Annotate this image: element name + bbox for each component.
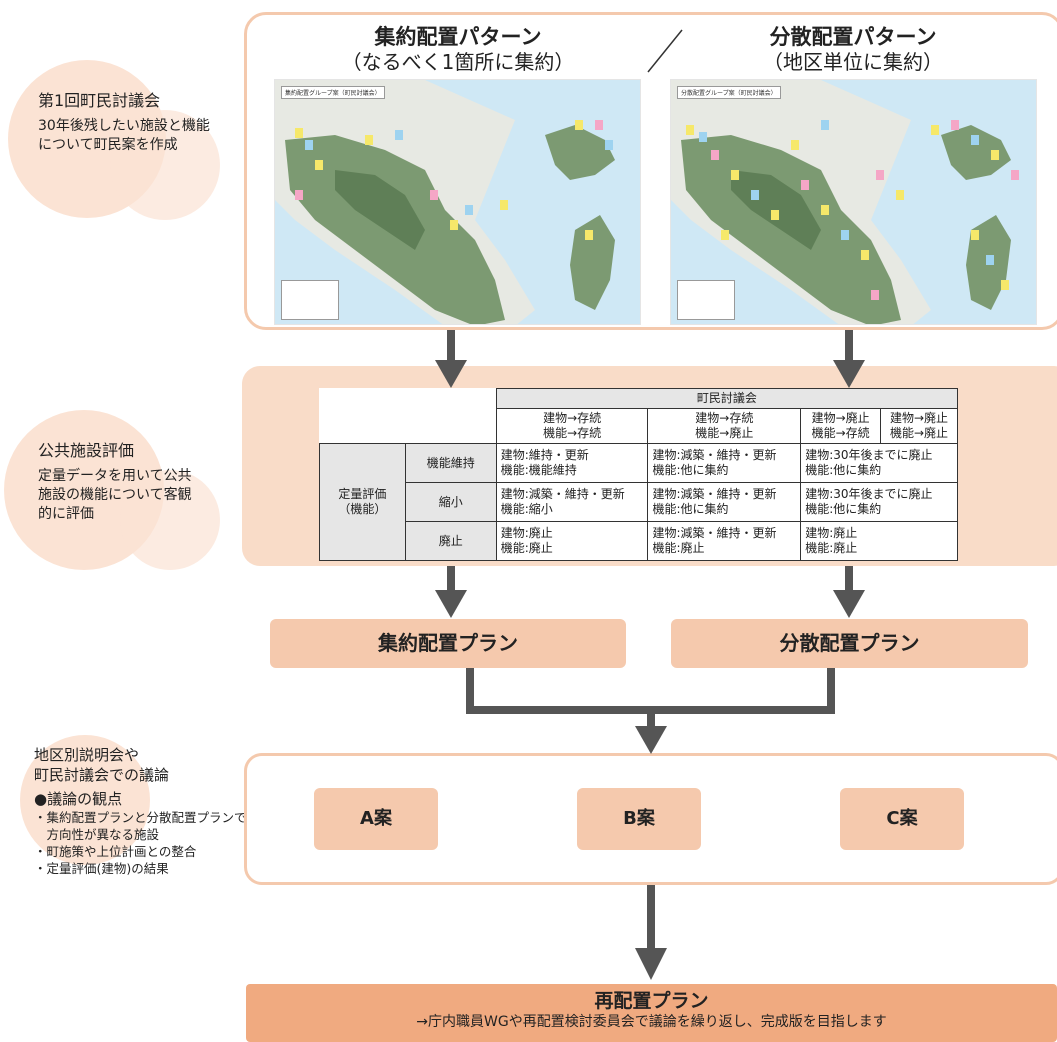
pattern-right-heading: 分散配置パターン （地区単位に集約）: [670, 24, 1036, 74]
table-cell: 建物:維持・更新機能:機能維持: [495, 443, 649, 483]
table-cell: 建物:減築・維持・更新機能:廃止: [647, 521, 802, 561]
distributed-plan-label: 分散配置プラン: [779, 631, 920, 655]
arrow-shaft: [845, 566, 853, 594]
pattern-left-subtitle: （なるべく1箇所に集約）: [341, 50, 575, 74]
map-concentrated: 集約配置グループ案（町民討議会）: [274, 79, 641, 325]
pattern-left-heading: 集約配置パターン （なるべく1箇所に集約）: [275, 24, 641, 74]
table-row: 廃止 建物:廃止機能:廃止 建物:減築・維持・更新機能:廃止 建物:廃止機能:廃…: [320, 521, 958, 561]
map-distributed: 分散配置グループ案（町民討議会）: [670, 79, 1037, 325]
table-row-label: 縮小: [404, 482, 497, 522]
connector-line: [827, 668, 835, 714]
pattern-right-title: 分散配置パターン: [769, 25, 937, 49]
arrow-shaft: [845, 330, 853, 364]
step3-bullet: ・集約配置プランと分散配置プランで: [34, 810, 247, 825]
arrow-head: [833, 590, 865, 618]
case-b-box: B案: [577, 788, 701, 850]
arrow-head: [435, 360, 467, 388]
step3-bullet-title: ●議論の観点: [34, 790, 123, 808]
table-cell: 建物:減築・維持・更新機能:他に集約: [647, 482, 802, 522]
arrow-head: [635, 948, 667, 980]
evaluation-table: 町民討議会 建物→存続機能→存続 建物→存続機能→廃止 建物→廃止機能→存続 建…: [319, 388, 959, 561]
step2-desc-line: 定量データを用いて公共: [38, 468, 192, 484]
step2-text: 公共施設評価 定量データを用いて公共 施設の機能について客観 的に評価: [38, 440, 238, 524]
step3-bullet: ・定量評価(建物)の結果: [34, 861, 169, 876]
table-cell: 建物:廃止機能:廃止: [495, 521, 649, 561]
table-row: 縮小 建物:減築・維持・更新機能:縮小 建物:減築・維持・更新機能:他に集約 建…: [320, 482, 958, 522]
concentrated-plan-label: 集約配置プラン: [378, 631, 518, 655]
step1-desc-line: について町民案を作成: [38, 137, 178, 153]
map-distributed-drawing: [671, 80, 1019, 324]
step1-title: 第1回町民討議会: [38, 91, 161, 110]
step3-bullet: ・町施策や上位計画との整合: [34, 844, 197, 859]
table-cell: 建物:減築・維持・更新機能:縮小: [495, 482, 649, 522]
case-c-label: C案: [886, 808, 918, 829]
pattern-left-title: 集約配置パターン: [374, 25, 542, 49]
table-cell: 建物:30年後までに廃止機能:他に集約: [800, 482, 958, 522]
step3-text: 地区別説明会や 町民討議会での議論 ●議論の観点 ・集約配置プランと分散配置プラ…: [34, 745, 294, 877]
table-col-header: 建物→存続機能→廃止: [647, 408, 802, 444]
table-cell: 建物:減築・維持・更新機能:他に集約: [647, 443, 802, 483]
table-cell: 建物:廃止機能:廃止: [800, 521, 958, 561]
distributed-plan-box: 分散配置プラン: [671, 619, 1028, 668]
arrow-shaft: [447, 330, 455, 364]
step2-desc-line: 的に評価: [38, 506, 94, 522]
step2-circle-overlap: [120, 470, 220, 570]
map-concentrated-header: 集約配置グループ案（町民討議会）: [281, 86, 385, 99]
table-row-group-label: 定量評価（機能）: [319, 443, 406, 561]
step3-circle: [20, 735, 150, 865]
table-row-label: 機能維持: [404, 443, 497, 483]
arrow-shaft: [647, 885, 655, 951]
step1-circle-overlap: [110, 110, 220, 220]
step1-desc-line: 30年後残したい施設と機能: [38, 118, 210, 134]
table-group-header: 町民討議会: [495, 388, 959, 409]
arrow-shaft: [447, 566, 455, 594]
step2-desc-line: 施設の機能について客観: [38, 487, 192, 503]
case-a-box: A案: [314, 788, 438, 850]
table-row-label: 廃止: [404, 521, 497, 561]
step1-text: 第1回町民討議会 30年後残したい施設と機能 について町民案を作成: [38, 90, 248, 155]
map-concentrated-legend: [281, 280, 339, 320]
pattern-right-subtitle: （地区単位に集約）: [763, 50, 943, 74]
table-row: 定量評価（機能） 機能維持 建物:維持・更新機能:機能維持 建物:減築・維持・更…: [319, 443, 958, 561]
table-col-header: 建物→廃止機能→廃止: [880, 408, 958, 444]
case-c-box: C案: [840, 788, 964, 850]
arrow-shaft: [647, 706, 655, 730]
map-concentrated-drawing: [275, 80, 615, 324]
final-plan-subtitle: →庁内職員WGや再配置検討委員会で議論を繰り返し、完成版を目指します: [416, 1014, 887, 1030]
map-distributed-header: 分散配置グループ案（町民討議会）: [677, 86, 781, 99]
final-plan-title: 再配置プラン: [594, 990, 709, 1012]
map-distributed-legend: [677, 280, 735, 320]
step3-bullet: 方向性が異なる施設: [34, 827, 160, 842]
arrow-head: [435, 590, 467, 618]
step2-title: 公共施設評価: [38, 441, 135, 460]
case-a-label: A案: [360, 808, 392, 829]
arrow-head: [833, 360, 865, 388]
table-col-header: 建物→存続機能→存続: [495, 408, 649, 444]
concentrated-plan-box: 集約配置プラン: [270, 619, 626, 668]
case-b-label: B案: [623, 808, 655, 829]
connector-line: [466, 668, 474, 714]
arrow-head: [635, 726, 667, 754]
step3-title-line: 地区別説明会や: [34, 746, 140, 764]
table-cell: 建物:30年後までに廃止機能:他に集約: [800, 443, 958, 483]
step3-title-line: 町民討議会での議論: [34, 766, 170, 784]
final-plan-box: 再配置プラン →庁内職員WGや再配置検討委員会で議論を繰り返し、完成版を目指しま…: [246, 984, 1057, 1042]
